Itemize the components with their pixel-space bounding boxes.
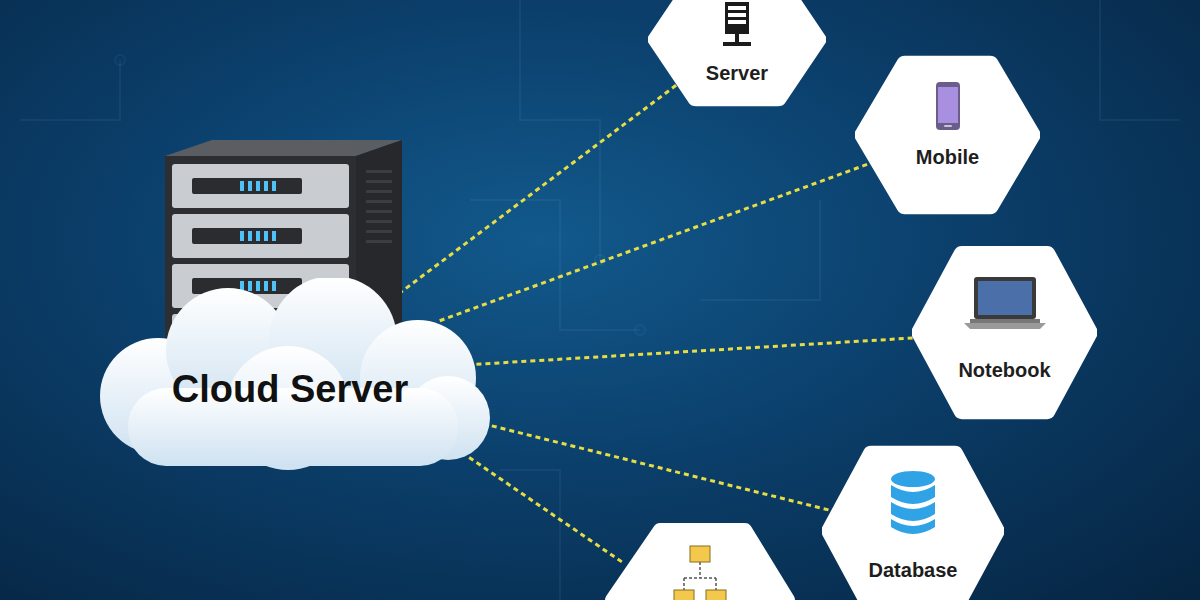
dashed-link <box>476 338 918 365</box>
database-hexagon: Database <box>822 445 1004 600</box>
network-hexagon <box>612 530 788 600</box>
cloud-node: Cloud Server <box>88 278 492 473</box>
device-hexagon: Mobile <box>855 55 1040 215</box>
node-label: Server <box>648 62 826 85</box>
dashed-line <box>476 338 918 365</box>
device-hexagon: Server <box>648 0 826 107</box>
node-label: Notebook <box>912 359 1097 382</box>
device-hexagon: Notebook <box>912 245 1097 420</box>
dashed-link <box>392 84 679 300</box>
database-icon <box>888 469 938 539</box>
node-label: Mobile <box>855 146 1040 169</box>
dashed-line <box>392 84 679 300</box>
mobile-icon <box>933 81 963 131</box>
hexagon-shape <box>912 245 1097 420</box>
dashed-line <box>457 417 831 510</box>
hexagon-shape <box>855 55 1040 215</box>
notebook-icon <box>960 273 1050 333</box>
dashed-link <box>440 164 869 321</box>
cloud-title: Cloud Server <box>88 368 492 411</box>
dashed-link <box>457 417 831 510</box>
node-label: Database <box>822 559 1004 582</box>
server-icon <box>717 0 757 50</box>
dashed-line <box>440 164 869 321</box>
